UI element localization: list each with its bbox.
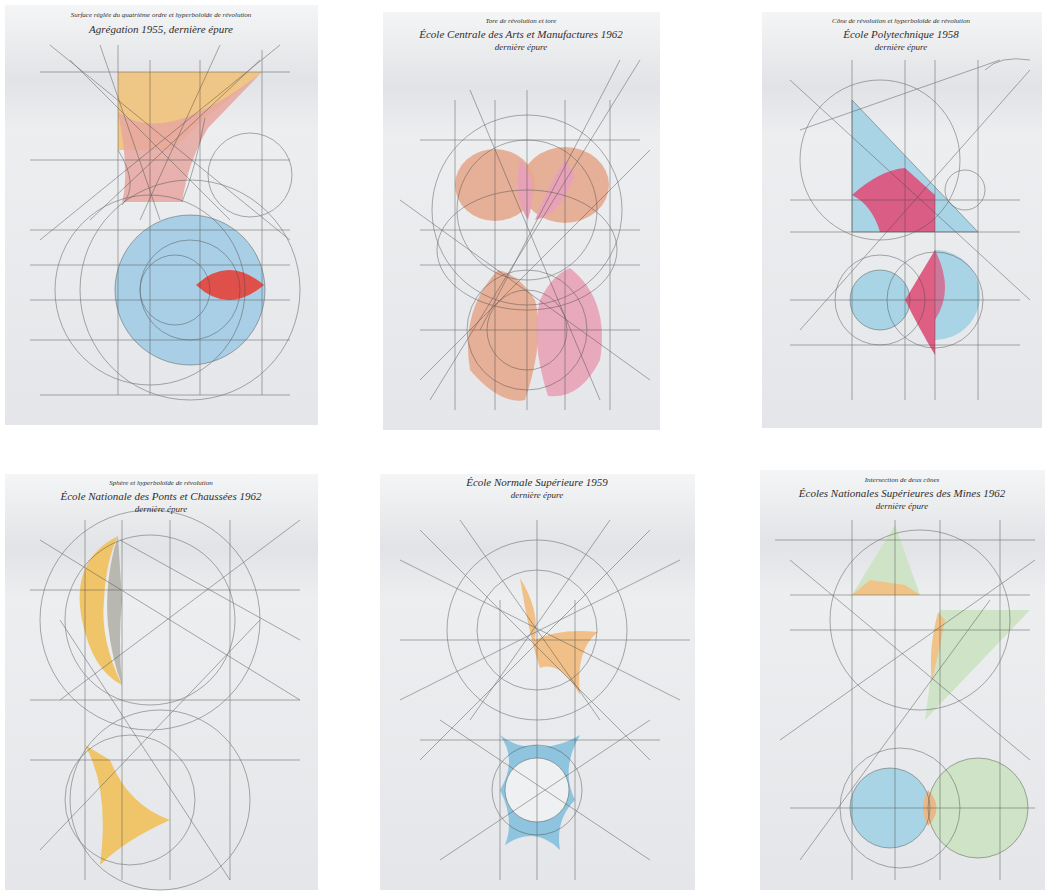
sheet-title: École Polytechnique 1958 [843, 28, 958, 41]
epure-4 [30, 510, 300, 890]
epure-5 [400, 520, 690, 880]
sheet-title: École Nationale des Ponts et Chaussées 1… [60, 490, 261, 503]
sheet [762, 12, 1042, 428]
sheet-note: dernière épure [495, 42, 548, 52]
sheet-title: École Normale Supérieure 1959 [466, 476, 608, 489]
sheet-subtitle: Intersection de deux cônes [865, 476, 939, 484]
sheet-note: dernière épure [135, 504, 188, 514]
sheet [380, 474, 695, 890]
sheet-note: dernière épure [876, 501, 929, 511]
epure-3 [790, 59, 1030, 400]
epure-1 [30, 45, 300, 400]
sheet [5, 5, 318, 425]
sheet-subtitle: Surface réglée du quatrième ordre et hyp… [71, 11, 252, 19]
epure-6 [775, 520, 1035, 880]
sheet-subtitle: Cône de révolution et hyperboloïde de ré… [832, 17, 970, 25]
sheet [5, 474, 318, 890]
sheet-subtitle: Sphère et hyperboloïde de révolution [109, 479, 213, 487]
sheet-subtitle: Tore de révolution et tore [486, 17, 557, 25]
sheet-title: Agrégation 1955, dernière épure [89, 23, 233, 36]
sheet [383, 12, 660, 430]
sheet-note: dernière épure [875, 42, 928, 52]
sheet-title: École Centrale des Arts et Manufactures … [419, 28, 622, 41]
sheet [760, 470, 1045, 890]
epure-2 [400, 60, 650, 410]
sheet-title: Écoles Nationales Supérieures des Mines … [799, 487, 1005, 500]
sheet-note: dernière épure [511, 490, 564, 500]
